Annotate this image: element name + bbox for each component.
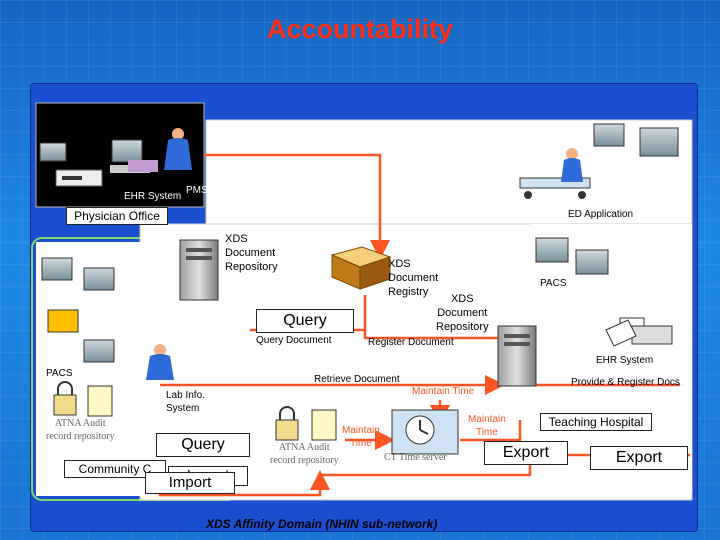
query-document-label: Query Document: [256, 335, 332, 346]
maintain-time-2-label: Maintain Time: [342, 425, 380, 449]
ct-time-server-label: CT Time server: [384, 452, 447, 463]
server-tower-2: [497, 325, 537, 387]
community-monitors: [41, 257, 174, 380]
pacs-right-label: PACS: [540, 278, 567, 289]
slide-title: Accountability: [266, 14, 454, 44]
atna-center-group: [275, 406, 337, 441]
atna-left-group: [53, 381, 113, 417]
maintain-time-1-label: Maintain Time: [412, 386, 475, 397]
atna-audit-2-label: ATNA Audit record repository: [270, 442, 339, 466]
lab-info-label: Lab Info. System: [166, 390, 205, 414]
ed-computers: [39, 123, 679, 199]
teaching-hospital-label: Teaching Hospital: [540, 413, 652, 431]
line-time-server-right: [460, 420, 522, 442]
xds-repository-2-label: XDS Document Repository: [436, 293, 489, 333]
ehr-system-left-label: EHR System: [124, 191, 182, 202]
ehr-system-right-label: EHR System: [596, 355, 654, 366]
ehr-right-devices: [605, 317, 673, 347]
line-bottom-right: [320, 460, 532, 477]
register-document-label: Register Document: [368, 337, 454, 348]
query-left-box: Query: [156, 433, 250, 457]
export-1-box: Export: [484, 441, 568, 465]
footer-label: XDS Affinity Domain (NHIN sub-network): [206, 517, 438, 531]
line-office-registry: [204, 153, 390, 260]
pacs-left-label: PACS: [46, 368, 73, 379]
xds-registry-label: XDS Document Registry: [388, 258, 439, 298]
physician-office-devices: [55, 128, 192, 187]
ed-application-label: ED Application: [568, 209, 634, 220]
registry-book: [330, 246, 392, 290]
export-2-box: Export: [590, 446, 688, 470]
provide-register-label: Provide & Register Docs: [571, 377, 680, 388]
line-register-doc: [363, 295, 520, 340]
xds-repository-1-label: XDS Document Repository: [225, 233, 278, 273]
retrieve-document-label: Retrieve Document: [314, 374, 400, 385]
community-label: Community C: [64, 460, 166, 478]
import-2-box: Import: [145, 472, 235, 494]
maintain-time-3-label: Maintain Time: [468, 414, 506, 438]
pms-label: PMS: [186, 185, 208, 196]
server-tower-1: [179, 239, 219, 301]
physician-office-label: Physician Office: [66, 207, 168, 225]
atna-audit-1-label: ATNA Audit record repository: [46, 418, 115, 442]
query-main-box: Query: [256, 309, 354, 333]
pacs-right-monitors: [535, 237, 609, 275]
ct-time-server: [391, 409, 459, 455]
